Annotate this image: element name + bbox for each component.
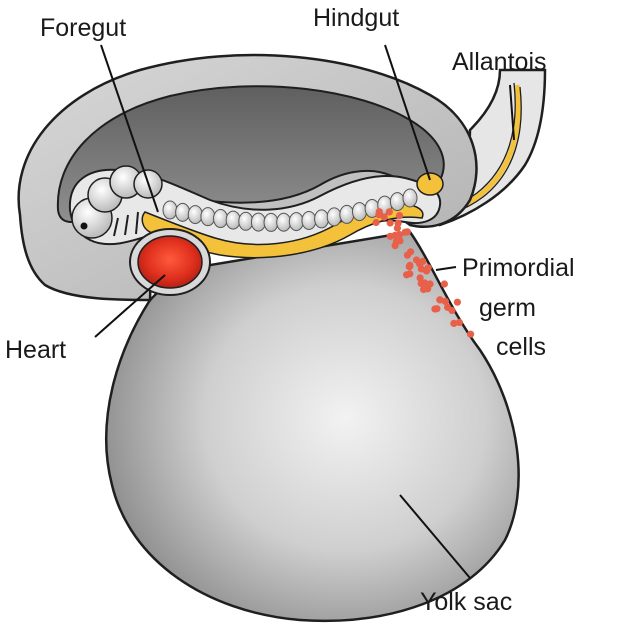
somite <box>390 193 404 211</box>
somite <box>163 201 177 219</box>
germ-cell <box>413 256 420 263</box>
germ-cell <box>418 280 425 287</box>
germ-cell <box>441 280 448 287</box>
somite <box>264 213 278 231</box>
somite <box>176 203 190 221</box>
somite <box>226 211 240 229</box>
germ-cell <box>425 264 432 271</box>
germ-cell <box>406 263 413 270</box>
germ-cell <box>407 248 414 255</box>
primordial-leader <box>436 267 456 270</box>
germ-cell <box>381 214 388 221</box>
germ-cell <box>386 208 393 215</box>
yolk-sac-label: Yolk sac <box>420 588 512 616</box>
primordial-label-line3: cells <box>496 333 546 361</box>
somite <box>251 213 265 231</box>
somite <box>188 206 202 224</box>
somite <box>277 213 291 231</box>
germ-cell <box>436 296 443 303</box>
germ-cell <box>396 231 403 238</box>
hindgut-bulb <box>417 173 443 195</box>
germ-cell <box>444 304 451 311</box>
somite <box>403 189 417 207</box>
germ-cell <box>467 331 474 338</box>
somite <box>352 203 366 221</box>
eye <box>81 223 88 230</box>
germ-cell <box>373 219 380 226</box>
somite <box>214 210 228 228</box>
germ-cell <box>406 270 413 277</box>
germ-cell <box>433 305 440 312</box>
germ-cell <box>392 242 399 249</box>
germ-cell <box>450 320 457 327</box>
heart-label: Heart <box>5 336 66 364</box>
somite <box>327 208 341 226</box>
germ-cell <box>396 212 403 219</box>
germ-cell <box>394 225 401 232</box>
germ-cell <box>404 228 411 235</box>
hindgut-label: Hindgut <box>313 4 399 32</box>
germ-cell <box>454 299 461 306</box>
somite <box>315 210 329 228</box>
allantois-label: Allantois <box>452 48 547 76</box>
somite <box>289 213 303 231</box>
primordial-label-line2: germ <box>479 294 536 322</box>
primordial-label-line1: Primordial <box>462 254 575 282</box>
somite <box>340 205 354 223</box>
heart-shape <box>130 229 210 295</box>
germ-cell <box>387 219 394 226</box>
somite <box>302 212 316 230</box>
somite <box>239 212 253 230</box>
foregut-label: Foregut <box>40 14 126 42</box>
somite <box>201 208 215 226</box>
